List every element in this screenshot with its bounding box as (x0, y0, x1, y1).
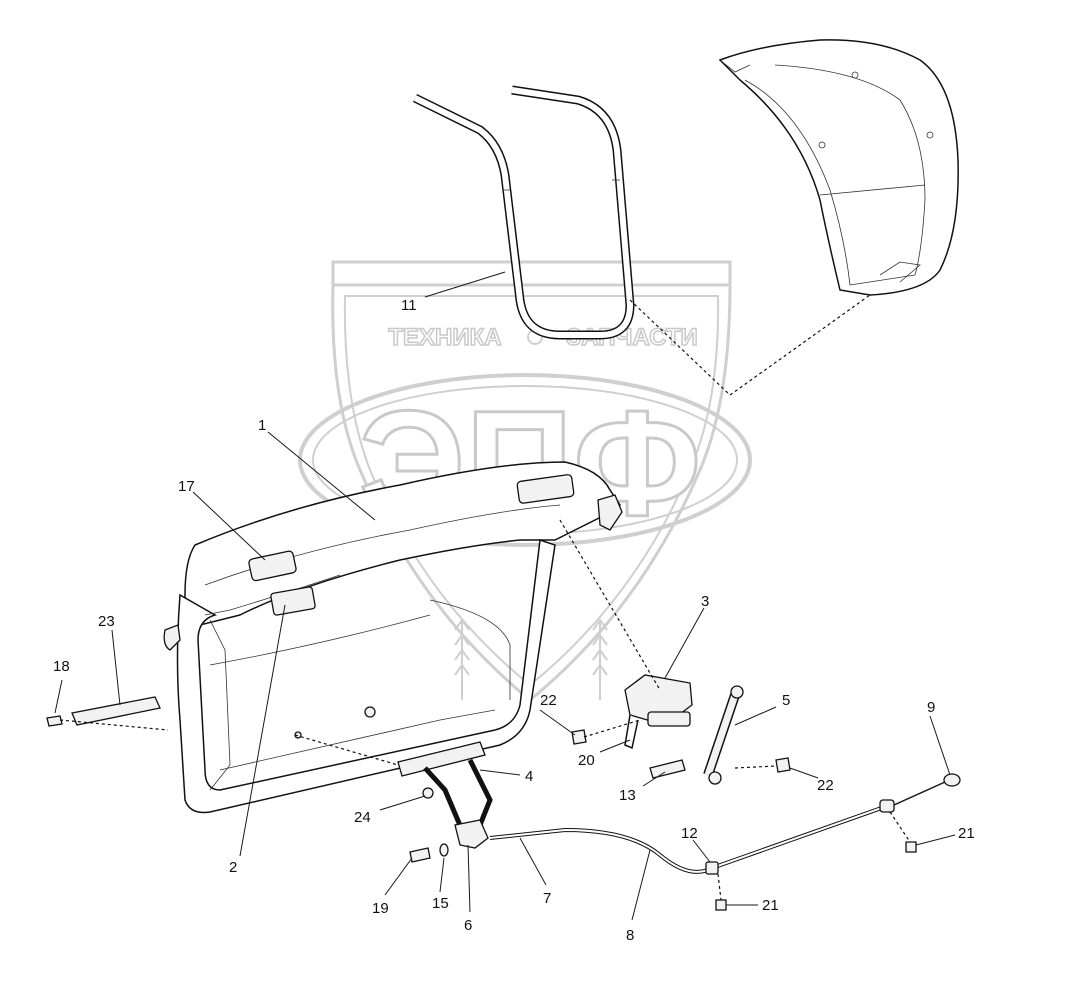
callout-22a: 22 (540, 692, 557, 709)
callout-2: 2 (229, 859, 237, 876)
callout-12: 12 (681, 825, 698, 842)
callout-9: 9 (927, 699, 935, 716)
part-15-washer (439, 843, 449, 857)
callout-6: 6 (464, 917, 472, 934)
part-24-nut (422, 787, 434, 799)
part-5-gas-strut (703, 685, 744, 785)
callout-23: 23 (98, 613, 115, 630)
callout-8: 8 (626, 927, 634, 944)
part-21-screw-b (715, 899, 727, 911)
callout-21a: 21 (958, 825, 975, 842)
callout-18: 18 (53, 658, 70, 675)
part-23-strap (71, 696, 161, 726)
callout-13: 13 (619, 787, 636, 804)
callout-3: 3 (701, 593, 709, 610)
part-18-bolt (46, 715, 63, 727)
callout-labels: 1 2 3 4 5 6 7 8 9 11 12 13 15 17 18 19 2… (53, 297, 975, 944)
callout-1: 1 (258, 417, 266, 434)
part-19-bolt (409, 847, 431, 863)
callout-17: 17 (178, 478, 195, 495)
callout-22b: 22 (817, 777, 834, 794)
watermark-text-left: ТЕХНИКА (388, 324, 501, 351)
link-line-11 (629, 294, 871, 396)
part-1-housing (163, 461, 623, 814)
part-22-nut-b (775, 757, 791, 773)
part-22-nut-a (571, 729, 587, 745)
part-fender-top (718, 39, 959, 296)
callout-24: 24 (354, 809, 371, 826)
assembly-lines (59, 519, 911, 901)
part-11-u-bar (413, 85, 635, 340)
part-4-latch (397, 741, 493, 849)
leader-lines (54, 271, 956, 921)
callout-15: 15 (432, 895, 449, 912)
part-21-screw-a (905, 841, 917, 853)
callout-11: 11 (401, 297, 417, 314)
part-8-cable (489, 773, 961, 875)
callout-20: 20 (578, 752, 595, 769)
fasteners (46, 696, 917, 911)
part-13-pin (649, 759, 686, 779)
callout-21b: 21 (762, 897, 779, 914)
callout-19: 19 (372, 900, 389, 917)
callout-4: 4 (525, 768, 533, 785)
callout-7: 7 (543, 890, 551, 907)
part-3-bracket (624, 674, 693, 750)
callout-5: 5 (782, 692, 790, 709)
